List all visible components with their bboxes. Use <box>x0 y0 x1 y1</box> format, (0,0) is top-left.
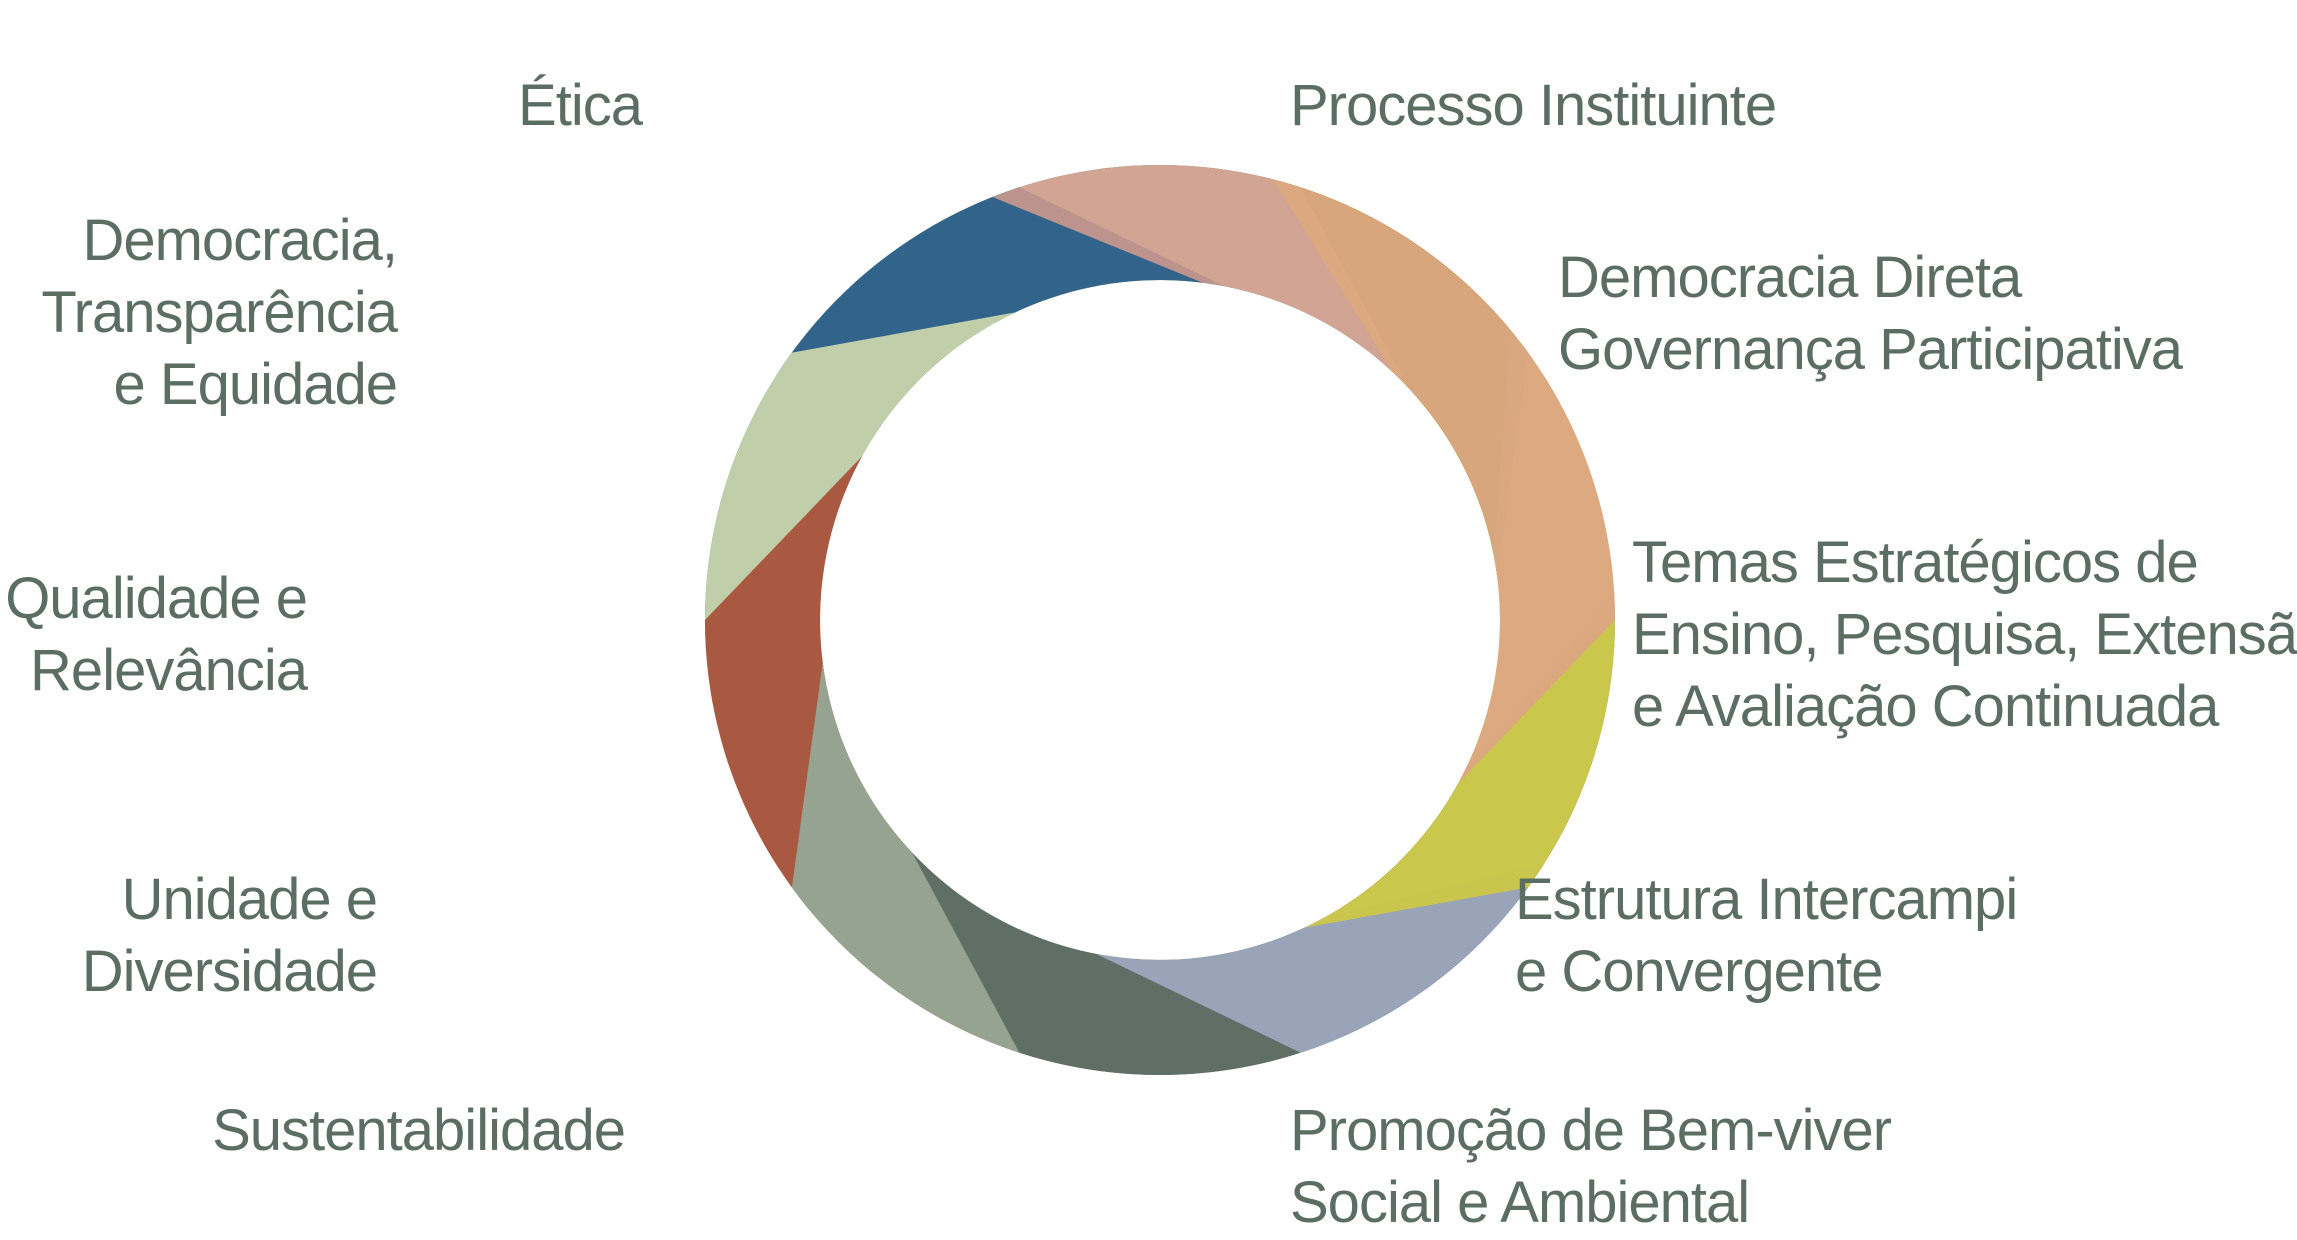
label-etica-line-1: Ética <box>518 73 643 138</box>
label-temas-estrategicos: Temas Estratégicos de Ensino, Pesquisa, … <box>1632 527 2297 743</box>
label-estrutura-intercampi: Estrutura Intercampi e Convergente <box>1515 864 2018 1008</box>
label-democracia-direta-line-1: Democracia Direta <box>1558 245 2022 310</box>
label-estrutura-line-1: Estrutura Intercampi <box>1515 867 2018 932</box>
label-estrutura-line-2: e Convergente <box>1515 939 1883 1004</box>
label-democracia-transparencia-equidade: Democracia, Transparência e Equidade <box>41 205 398 421</box>
label-unidade-line-1: Unidade e <box>121 867 378 932</box>
label-qualidade-line-1: Qualidade e <box>5 566 308 631</box>
pinwheel-petals <box>705 165 1615 1075</box>
label-temas-line-2: Ensino, Pesquisa, Extensão <box>1632 602 2297 667</box>
label-unidade-line-2: Diversidade <box>81 939 378 1004</box>
label-etica: Ética <box>518 70 643 142</box>
label-democracia-direta: Democracia Direta Governança Participati… <box>1558 242 2183 386</box>
label-temas-line-3: e Avaliação Continuada <box>1632 674 2219 739</box>
label-processo-instituinte: Processo Instituinte <box>1290 70 1777 142</box>
label-democracia-transparencia-line-3: e Equidade <box>113 352 398 417</box>
label-democracia-transparencia-line-2: Transparência <box>41 280 398 345</box>
label-processo-instituinte-line-1: Processo Instituinte <box>1290 73 1777 138</box>
petal-processo-instituinte <box>992 165 1615 784</box>
label-sustentabilidade-line-1: Sustentabilidade <box>212 1098 626 1163</box>
label-democracia-direta-line-2: Governança Participativa <box>1558 317 2183 382</box>
label-qualidade-line-2: Relevância <box>30 638 308 703</box>
label-promocao-line-2: Social e Ambiental <box>1290 1170 1750 1235</box>
label-promocao-line-1: Promoção de Bem-viver <box>1290 1098 1892 1163</box>
label-democracia-transparencia-line-1: Democracia, <box>82 208 398 273</box>
label-unidade-diversidade: Unidade e Diversidade <box>81 864 378 1008</box>
label-sustentabilidade: Sustentabilidade <box>212 1095 626 1167</box>
label-promocao-bem-viver: Promoção de Bem-viver Social e Ambiental <box>1290 1095 1892 1239</box>
label-temas-line-1: Temas Estratégicos de <box>1632 530 2199 595</box>
label-qualidade-relevancia: Qualidade e Relevância <box>5 563 308 707</box>
